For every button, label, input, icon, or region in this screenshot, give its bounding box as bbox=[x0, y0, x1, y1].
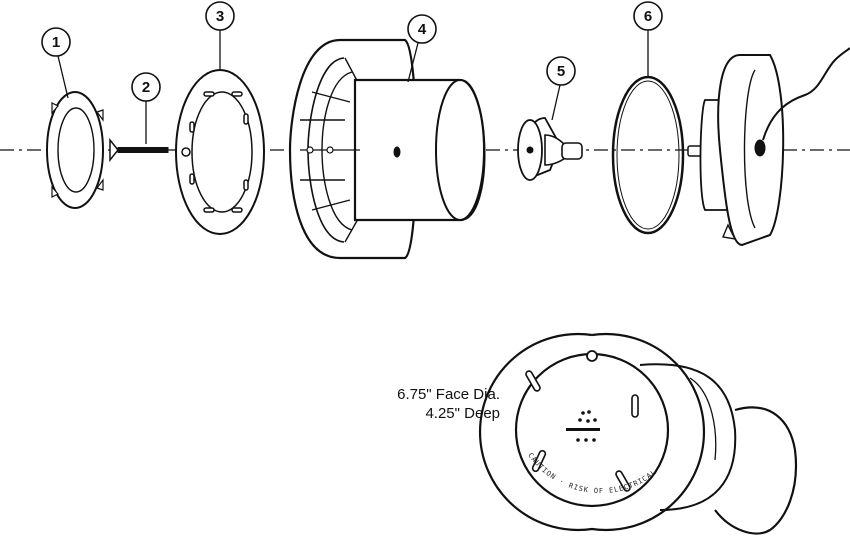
part-niche-housing bbox=[288, 38, 486, 260]
part-lamp-bulb bbox=[517, 117, 583, 181]
part-gasket bbox=[175, 69, 265, 235]
callout-3-label: 3 bbox=[216, 8, 224, 25]
callout-4-label: 4 bbox=[418, 21, 427, 38]
face-diameter-label: 6.75" Face Dia. bbox=[397, 386, 500, 403]
part-screw bbox=[109, 137, 169, 163]
part-retaining-ring bbox=[46, 91, 104, 209]
power-cord-bottom bbox=[714, 406, 798, 535]
lens-logo-mark bbox=[566, 410, 600, 442]
part-o-ring bbox=[611, 75, 685, 235]
callout-5-label: 5 bbox=[557, 63, 565, 80]
callout-1-label: 1 bbox=[52, 34, 60, 51]
assembled-light-fixture bbox=[479, 332, 798, 535]
callout-2-label: 2 bbox=[142, 79, 150, 96]
callout-6-label: 6 bbox=[644, 8, 652, 25]
part-light-fixture-back bbox=[687, 54, 785, 247]
callout-5: 5 bbox=[546, 56, 576, 121]
callout-3: 3 bbox=[205, 1, 235, 70]
depth-label: 4.25" Deep bbox=[425, 405, 500, 422]
callout-6: 6 bbox=[633, 1, 663, 76]
callout-1: 1 bbox=[41, 27, 71, 99]
callout-2: 2 bbox=[131, 72, 161, 144]
callout-4: 4 bbox=[407, 14, 437, 83]
power-cord-top bbox=[762, 47, 850, 141]
